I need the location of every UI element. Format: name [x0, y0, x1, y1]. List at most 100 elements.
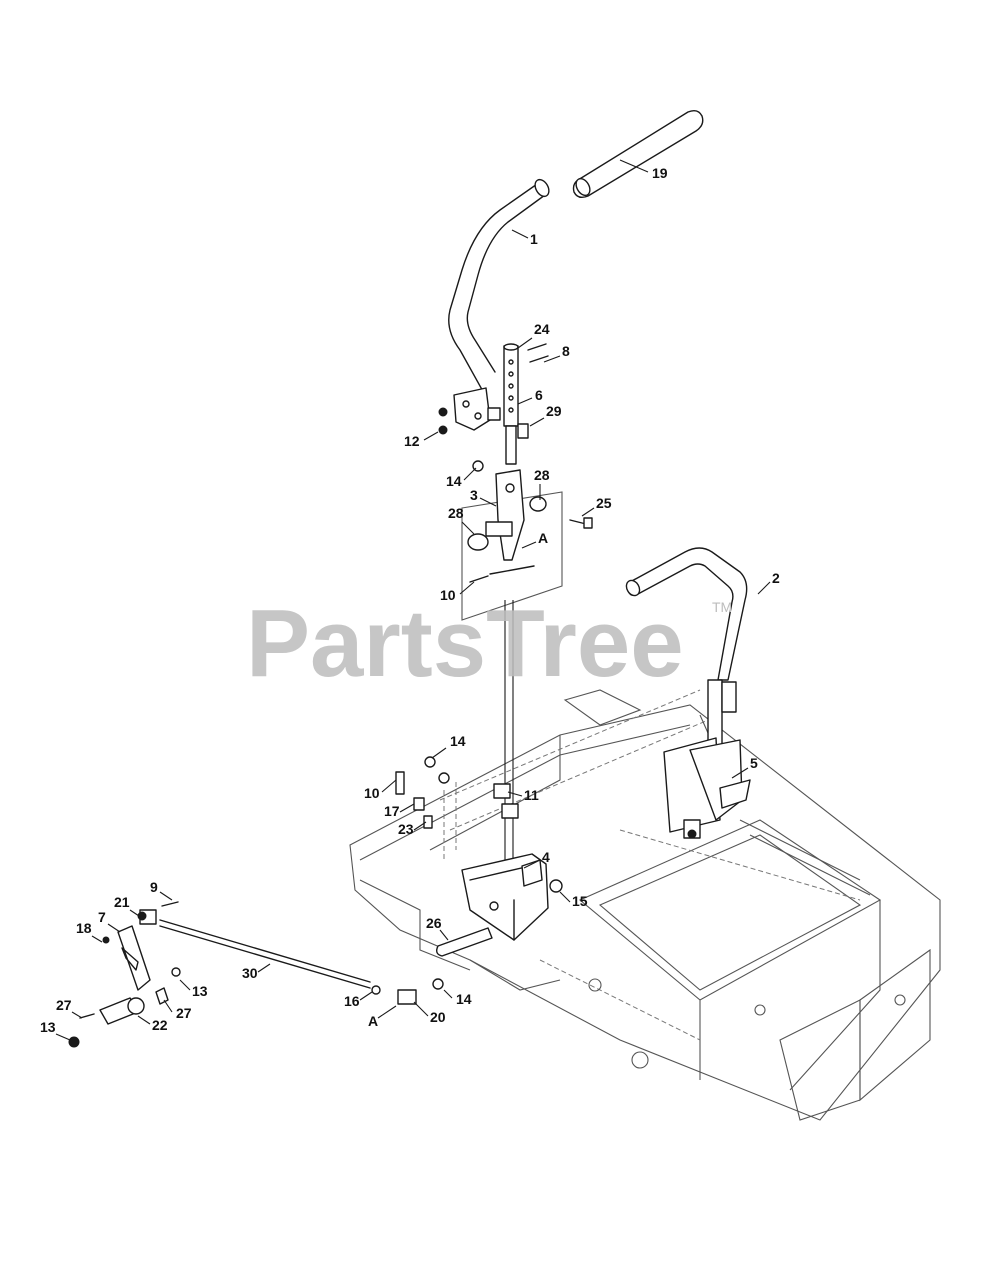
callout-label: 28: [448, 505, 464, 521]
left-handle-assembly: [438, 109, 704, 435]
callout-label: 11: [524, 787, 539, 803]
callout-leader: [523, 859, 541, 869]
callout-label: 7: [98, 909, 106, 925]
callout-26: 26: [426, 915, 449, 941]
callout-12: 12: [404, 431, 439, 449]
callout-label: A: [368, 1013, 378, 1029]
callout-leader: [459, 581, 475, 595]
callout-leader: [359, 991, 373, 1001]
callout-leader: [129, 909, 143, 919]
right-handle-assembly: [625, 547, 751, 839]
watermark: PartsTree TM: [246, 590, 732, 697]
callout-9: 9: [150, 879, 173, 901]
callout-label: A: [538, 530, 548, 546]
callout-label: 27: [56, 997, 72, 1013]
callout-leader: [107, 923, 121, 933]
callout-A: A: [368, 1005, 397, 1029]
callout-label: 14: [450, 733, 466, 749]
callout-label: 14: [456, 991, 472, 1007]
lower-bracket-assembly: [395, 756, 563, 957]
rod-30: [159, 919, 371, 983]
callout-7: 7: [98, 909, 121, 933]
callout-22: 22: [137, 1015, 168, 1033]
callout-label: 28: [534, 467, 550, 483]
callout-leader: [413, 1001, 429, 1017]
callout-label: 25: [596, 495, 612, 511]
callout-23: 23: [398, 821, 427, 837]
callout-label: 23: [398, 821, 414, 837]
callout-14: 14: [446, 467, 477, 489]
callout-5: 5: [731, 755, 758, 779]
callout-1: 1: [511, 229, 538, 247]
callout-29: 29: [529, 403, 562, 427]
callout-14: 14: [431, 733, 466, 759]
callout-leader: [439, 929, 449, 941]
callout-13: 13: [179, 979, 208, 999]
callout-label: 24: [534, 321, 550, 337]
callout-leader: [55, 1033, 71, 1041]
callout-leader: [461, 521, 475, 535]
callout-label: 15: [572, 893, 588, 909]
callout-leader: [619, 159, 649, 173]
callout-3: 3: [470, 487, 497, 507]
callout-label: 16: [344, 993, 360, 1009]
watermark-text: PartsTree: [246, 590, 684, 697]
callout-8: 8: [543, 343, 570, 363]
callout-label: 10: [440, 587, 456, 603]
chassis-frame: [349, 689, 941, 1121]
callout-leader: [529, 417, 545, 427]
callout-label: 20: [430, 1009, 446, 1025]
callout-label: 30: [242, 965, 258, 981]
handle-1: [448, 181, 546, 396]
callout-28: 28: [534, 467, 550, 500]
callout-4: 4: [523, 849, 550, 869]
callout-label: 12: [404, 433, 420, 449]
callout-label: 13: [192, 983, 208, 999]
callout-label: 27: [176, 1005, 192, 1021]
adjust-bar-assembly: [487, 343, 549, 465]
callout-leader: [511, 229, 529, 239]
callout-leader: [71, 1011, 83, 1019]
callout-leader: [757, 581, 771, 595]
callout-28: 28: [448, 505, 475, 535]
callout-label: 21: [114, 894, 130, 910]
callout-label: 10: [364, 785, 380, 801]
callout-leader: [413, 821, 427, 831]
callout-10: 10: [440, 581, 475, 603]
callout-13: 13: [40, 1019, 71, 1041]
callout-18: 18: [76, 920, 103, 943]
callout-20: 20: [413, 1001, 446, 1025]
callout-label: 18: [76, 920, 92, 936]
callout-label: 2: [772, 570, 780, 586]
callout-25: 25: [581, 495, 612, 517]
callout-15: 15: [559, 891, 588, 909]
callout-leader: [431, 747, 447, 759]
callout-21: 21: [114, 894, 143, 919]
callout-leader: [517, 397, 533, 405]
callout-label: 22: [152, 1017, 168, 1033]
callout-17: 17: [384, 803, 415, 819]
callout-leader: [517, 337, 533, 349]
callout-10: 10: [364, 779, 397, 801]
pivot-bracket-assembly: [461, 460, 593, 621]
callout-2: 2: [757, 570, 780, 595]
callout-leader: [423, 431, 439, 441]
callout-19: 19: [619, 159, 668, 181]
callout-leader: [179, 979, 191, 991]
callout-A: A: [521, 530, 548, 549]
callout-label: 6: [535, 387, 543, 403]
callout-label: 5: [750, 755, 758, 771]
callout-label: 14: [446, 473, 462, 489]
callout-27: 27: [56, 997, 83, 1019]
callout-leader: [507, 791, 523, 797]
callout-label: 29: [546, 403, 562, 419]
callout-leader: [479, 497, 497, 507]
grip-19: [572, 109, 704, 199]
callout-leader: [521, 541, 537, 549]
callout-leader: [91, 935, 103, 943]
callout-leader: [377, 1005, 397, 1019]
callout-label: 8: [562, 343, 570, 359]
callout-label: 19: [652, 165, 668, 181]
callout-24: 24: [517, 321, 550, 349]
callout-leader: [463, 467, 477, 481]
